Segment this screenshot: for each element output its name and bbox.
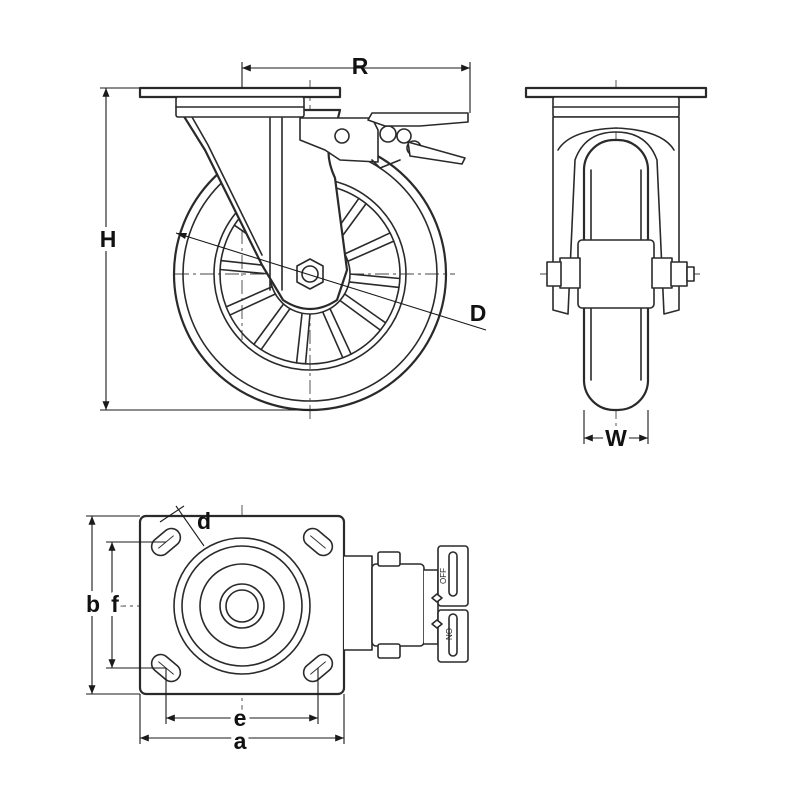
- swivel-ring-outer: [173, 537, 311, 675]
- swivel-ring-2: [181, 545, 303, 667]
- wheel-spoke-edge: [348, 281, 400, 289]
- fork-edge-line: [187, 109, 263, 256]
- label-r: R: [352, 53, 369, 79]
- brake-bracket: [343, 555, 373, 651]
- brake-assembly: [299, 112, 469, 169]
- brake-arm: [423, 569, 439, 645]
- top-brake-assembly: OFF ON: [343, 545, 469, 663]
- brake-body: [371, 563, 425, 647]
- wheel-spoke-edge: [295, 312, 303, 364]
- label-w: W: [605, 425, 627, 451]
- wheel-spoke-edge: [339, 299, 382, 331]
- top-view: OFF ON: [112, 505, 469, 720]
- brake-clip-top: [377, 551, 401, 567]
- wheel-spoke-edge: [329, 307, 352, 355]
- bolt-slot-top-right: [302, 527, 334, 557]
- brake-pedal-off[interactable]: [437, 545, 469, 607]
- dimension-h: H: [96, 87, 310, 411]
- label-b: b: [86, 591, 100, 617]
- dimension-e: e: [165, 668, 319, 735]
- front-fork-arch: [557, 127, 675, 151]
- brake-pedal-on[interactable]: [437, 609, 469, 663]
- label-f: f: [111, 591, 119, 617]
- axle-nut-left: [546, 261, 562, 287]
- kingpin-outer: [219, 583, 265, 629]
- d-slot-leader: [175, 505, 205, 547]
- wheel-spoke-edge: [260, 307, 291, 351]
- dimension-b: b: [82, 515, 140, 695]
- axle-end-right: [686, 266, 695, 282]
- label-h: H: [100, 226, 117, 252]
- wheel-spoke-edge: [343, 293, 387, 324]
- wheel-spoke-edge: [219, 268, 271, 275]
- axle-nut-hex: [296, 258, 324, 290]
- label-on: ON: [444, 628, 453, 640]
- front-hub: [577, 239, 655, 309]
- axle-nut: [296, 258, 324, 290]
- axle-nut-right: [670, 261, 688, 287]
- axle-washer-right: [651, 257, 673, 289]
- d-leader-arrow: [176, 233, 187, 239]
- pedal-off-pivot: [431, 593, 443, 603]
- swivel-ring-3: [199, 563, 285, 649]
- label-d-wheel: D: [470, 300, 487, 326]
- brake-pedal-off-slot: [448, 551, 458, 597]
- label-d-slot: d: [197, 508, 211, 534]
- top-mounting-plate: [138, 514, 346, 696]
- kingpin-inner: [225, 589, 259, 623]
- label-a: a: [234, 728, 247, 754]
- brake-pedal-upper: [367, 112, 469, 127]
- wheel-spoke-edge: [321, 311, 344, 359]
- front-top-plate: [524, 86, 708, 99]
- wheel-spoke-edge: [347, 240, 395, 263]
- top-plate: [138, 86, 342, 99]
- pedal-on-pivot: [431, 619, 443, 629]
- brake-pivot-2: [379, 125, 397, 143]
- dimension-r: R: [241, 53, 471, 113]
- brake-pedal-on-slot: [448, 613, 458, 657]
- dimension-a: a: [139, 694, 345, 758]
- brake-pivot-1: [334, 128, 350, 144]
- label-e: e: [234, 705, 247, 731]
- wheel-spoke-edge: [304, 313, 311, 365]
- wheel-spoke-edge: [343, 232, 391, 255]
- front-view: [524, 80, 708, 440]
- brake-clip-bottom: [377, 643, 401, 659]
- label-off: OFF: [439, 568, 448, 584]
- brake-pedal-lower: [407, 141, 466, 165]
- brake-link: [371, 159, 401, 169]
- d-slot-leader-2: [159, 505, 185, 523]
- d-leader-line: [175, 232, 487, 331]
- wheel-spoke-edge: [229, 293, 277, 316]
- side-view: [138, 80, 487, 420]
- front-fork: [552, 116, 680, 315]
- brake-pivot-3: [396, 128, 412, 144]
- axle-bolt: [301, 265, 319, 283]
- wheel-spoke-edge: [225, 285, 273, 308]
- wheel-spoke-edge: [253, 303, 285, 346]
- axle-washer-left: [559, 257, 581, 289]
- dimension-w: W: [583, 410, 649, 455]
- wheel-spoke-edge: [349, 273, 401, 280]
